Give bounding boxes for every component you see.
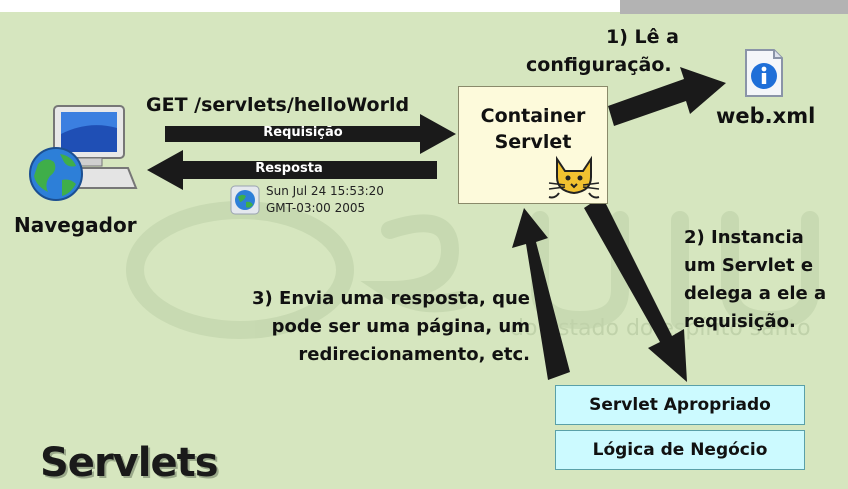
tomcat-cat-icon bbox=[548, 155, 600, 199]
instance-step-line4: requisição. bbox=[684, 311, 796, 332]
info-document-icon bbox=[745, 49, 783, 97]
response-step-line2: pode ser uma página, um bbox=[271, 316, 530, 337]
response-step-line3: redirecionamento, etc. bbox=[298, 344, 530, 365]
container-title-line1: Container bbox=[480, 105, 586, 127]
webxml-label: web.xml bbox=[716, 104, 816, 128]
date-stamp: Sun Jul 24 15:53:20 GMT-03:00 2005 bbox=[230, 183, 384, 219]
config-step-line2: configuração. bbox=[526, 54, 672, 76]
computer-icon bbox=[29, 105, 138, 201]
instantiate-arrow bbox=[584, 196, 687, 382]
date-line-1: Sun Jul 24 15:53:20 bbox=[266, 184, 384, 198]
request-arrow bbox=[165, 114, 456, 154]
date-line-2: GMT-03:00 2005 bbox=[266, 201, 366, 215]
response-arrow-label: Resposta bbox=[255, 161, 323, 176]
response-arrow bbox=[147, 150, 437, 190]
instance-step-line3: delega a ele a bbox=[684, 283, 827, 304]
config-step-line1: 1) Lê a bbox=[606, 26, 679, 48]
browser-label: Navegador bbox=[14, 213, 137, 237]
logica-negocio-box: Lógica de Negócio bbox=[555, 430, 805, 470]
config-arrow bbox=[608, 67, 726, 126]
request-url: GET /servlets/helloWorld bbox=[146, 94, 410, 116]
response-step-line1: 3) Envia uma resposta, que bbox=[252, 288, 530, 309]
instance-step-line1: 2) Instancia bbox=[684, 227, 804, 248]
corner-decoration bbox=[620, 0, 848, 14]
slide-title: Servlets bbox=[40, 440, 219, 486]
globe-icon bbox=[230, 185, 260, 215]
container-servlet-box: Container Servlet bbox=[458, 86, 608, 204]
response-up-arrow bbox=[512, 208, 570, 380]
servlet-apropriado-box: Servlet Apropriado bbox=[555, 385, 805, 425]
request-arrow-label: Requisição bbox=[263, 125, 343, 140]
instance-step-line2: um Servlet e bbox=[684, 255, 814, 276]
date-text: Sun Jul 24 15:53:20 GMT-03:00 2005 bbox=[266, 183, 384, 217]
container-title-line2: Servlet bbox=[494, 131, 572, 153]
